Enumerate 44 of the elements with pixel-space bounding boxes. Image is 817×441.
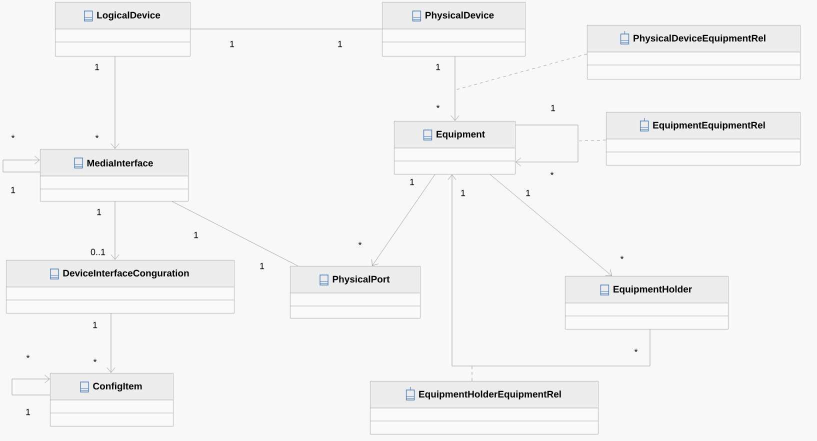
multiplicity-label: 1 — [461, 190, 466, 196]
multiplicity-label: * — [358, 242, 362, 246]
association-arrow — [515, 124, 578, 166]
association-class-link — [454, 54, 588, 90]
multiplicity-label: 1 — [93, 322, 98, 328]
class-box: EquipmentHolderEquipmentRel — [370, 381, 598, 434]
multiplicity-label: * — [550, 172, 554, 176]
multiplicity-label: * — [93, 358, 97, 362]
class-box: PhysicalDeviceEquipmentRel — [586, 25, 800, 80]
class-box: EquipmentHolder — [564, 276, 728, 330]
multiplicity-label: 1 — [194, 232, 198, 238]
class-box: MediaInterface — [40, 149, 188, 202]
multiplicity-label: 1 — [526, 190, 530, 196]
association-arrow — [450, 56, 460, 121]
multiplicity-label: * — [95, 134, 99, 138]
class-box: PhysicalPort — [290, 266, 420, 318]
multiplicity-label: 1 — [260, 262, 264, 270]
association-arrow — [490, 174, 612, 276]
association-line — [190, 28, 382, 30]
class-box: Equipment — [394, 121, 516, 174]
multiplicity-label: * — [634, 348, 638, 352]
association-arrow — [110, 56, 120, 149]
association-arrow — [12, 374, 50, 396]
association-arrow — [110, 201, 120, 260]
class-box: PhysicalDevice — [382, 2, 526, 56]
class-box: LogicalDevice — [54, 2, 190, 56]
association-class-link — [578, 140, 606, 142]
association-line — [172, 201, 298, 266]
multiplicity-label: 1 — [338, 40, 342, 48]
class-box: DeviceInterfaceConguration — [6, 260, 234, 314]
class-box: EquipmentEquipmentRel — [606, 112, 800, 166]
multiplicity-label: * — [620, 256, 624, 260]
multiplicity-label: 1 — [230, 40, 234, 48]
multiplicity-label: 1 — [26, 408, 30, 416]
multiplicity-label: * — [11, 134, 15, 138]
multiplicity-label: 1 — [551, 104, 556, 112]
class-box: ConfigItem — [50, 373, 174, 426]
association-arrow — [106, 313, 116, 373]
association-arrow — [2, 156, 40, 172]
multiplicity-label: * — [26, 354, 30, 358]
association-arrow — [448, 174, 650, 366]
association-arrow — [372, 174, 436, 266]
multiplicity-label: 1 — [11, 186, 16, 194]
multiplicity-label: * — [436, 104, 440, 108]
